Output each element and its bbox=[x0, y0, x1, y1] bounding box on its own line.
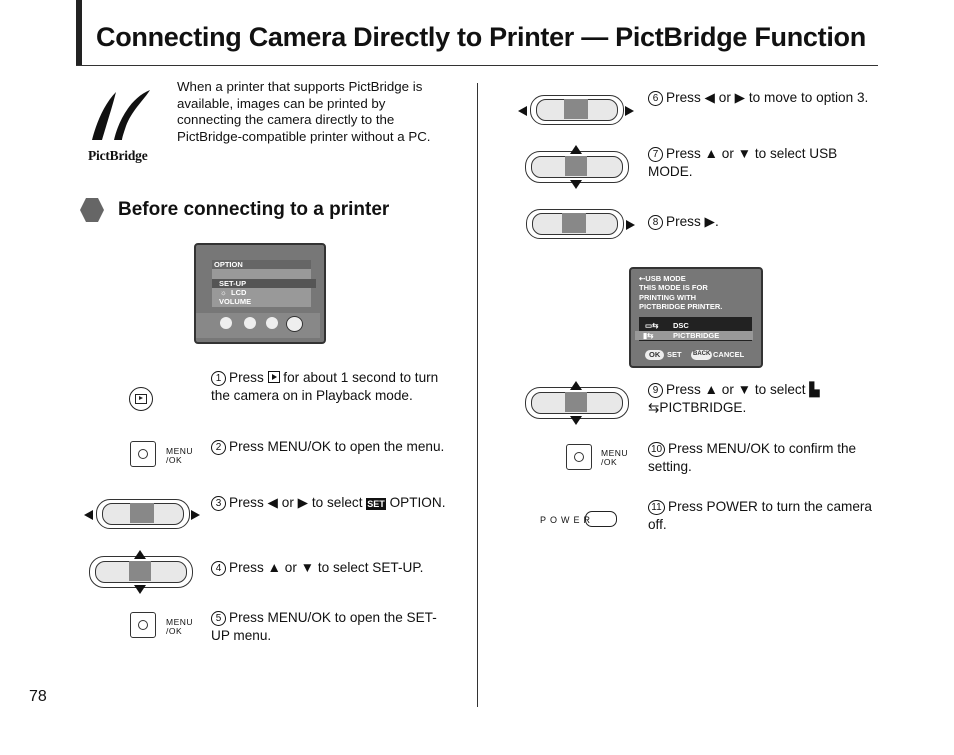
setup-tab-icon bbox=[286, 316, 303, 332]
usb-mode-screen: ⇠USB MODE THIS MODE IS FOR PRINTING WITH… bbox=[629, 267, 763, 368]
option-item-lcd: LCD bbox=[231, 288, 247, 297]
dsc-option-icon: ▭⇆ bbox=[645, 321, 659, 330]
usb-desc-line2: PRINTING WITH bbox=[639, 292, 697, 302]
usb-icon: ⇠ bbox=[639, 274, 646, 283]
menu-ok-button-icon bbox=[130, 612, 156, 638]
left-arrow-icon: ◀ bbox=[704, 90, 715, 105]
right-arrow-icon: ▶ bbox=[297, 495, 309, 510]
back-badge: BACK bbox=[691, 350, 713, 360]
up-arrow-icon: ▲ bbox=[704, 146, 718, 161]
usb-desc-line1: THIS MODE IS FOR bbox=[639, 283, 708, 292]
usb-desc-line3: PICTBRIDGE PRINTER. bbox=[639, 302, 723, 311]
right-selector-icon bbox=[526, 207, 638, 241]
lcd-brightness-icon: ☼ bbox=[220, 288, 227, 297]
option-item-volume: VOLUME bbox=[219, 297, 252, 306]
erase-tab-icon bbox=[220, 317, 232, 329]
connect-arrows-icon: ⇆ bbox=[648, 400, 660, 416]
right-arrow-icon: ▶ bbox=[734, 90, 746, 105]
power-label: POWER bbox=[540, 515, 595, 525]
pictbridge-logo-text: PictBridge bbox=[88, 148, 148, 163]
left-right-selector-icon bbox=[518, 93, 638, 127]
pictbridge-print-icon: ▙ bbox=[809, 382, 820, 397]
setup-icon: SET bbox=[366, 498, 386, 510]
usb-option-pictbridge: PICTBRIDGE bbox=[673, 331, 720, 340]
intro-paragraph: When a printer that supports PictBridge … bbox=[177, 79, 431, 144]
printer-icon: ▮⇆ bbox=[643, 331, 654, 340]
playback-button-icon bbox=[129, 387, 153, 411]
title-accent-bar bbox=[76, 0, 82, 66]
menu-label: MENU/OK bbox=[166, 446, 194, 465]
usb-title: ⇠USB MODE bbox=[639, 274, 686, 283]
section-heading: Before connecting to a printer bbox=[118, 199, 390, 220]
pictbridge-logo: PictBridge bbox=[88, 86, 158, 163]
up-arrow-icon: ▲ bbox=[704, 382, 718, 397]
ok-badge: OK bbox=[645, 350, 665, 360]
menu-label: MENU/OK bbox=[166, 617, 194, 636]
up-down-selector-icon bbox=[525, 381, 629, 425]
print-tab-icon bbox=[244, 317, 256, 329]
menu-ok-button-icon bbox=[566, 444, 592, 470]
usb-option-dsc: DSC bbox=[673, 321, 689, 330]
down-arrow-icon: ▼ bbox=[737, 382, 752, 397]
option-header: OPTION bbox=[214, 260, 243, 269]
down-arrow-icon: ▼ bbox=[737, 146, 752, 161]
up-down-selector-icon bbox=[89, 550, 193, 594]
left-right-selector-icon bbox=[84, 497, 204, 531]
title-divider bbox=[76, 65, 878, 66]
menu-ok-button-icon bbox=[130, 441, 156, 467]
right-arrow-icon: ▶ bbox=[704, 214, 715, 229]
left-arrow-icon: ◀ bbox=[267, 495, 278, 510]
cancel-label: CANCEL bbox=[713, 350, 745, 359]
power-button-icon bbox=[585, 511, 617, 527]
page-number: 78 bbox=[29, 688, 47, 705]
option-item-setup: SET-UP bbox=[219, 279, 247, 288]
up-arrow-icon: ▲ bbox=[267, 560, 281, 575]
protect-tab-icon bbox=[266, 317, 278, 329]
play-icon bbox=[267, 371, 280, 383]
section-hexagon-icon bbox=[80, 198, 104, 222]
down-arrow-icon: ▼ bbox=[300, 560, 315, 575]
up-down-selector-icon bbox=[525, 145, 629, 189]
column-divider bbox=[477, 83, 478, 707]
pictbridge-logo-icon bbox=[92, 90, 150, 140]
option-menu-screen: OPTION SET-UP ☼ LCD VOLUME bbox=[194, 243, 326, 344]
menu-label: MENU/OK bbox=[601, 448, 629, 467]
page-title: Connecting Camera Directly to Printer — … bbox=[96, 22, 866, 52]
set-label: SET bbox=[667, 350, 682, 359]
